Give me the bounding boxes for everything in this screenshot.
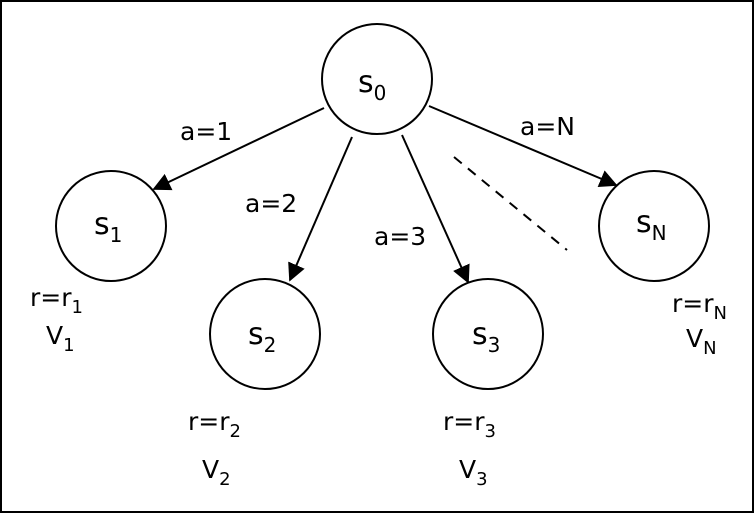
edge-label-a2: a=2 — [245, 189, 297, 218]
node-s3: s3 — [432, 278, 544, 390]
value-s3: V3 — [459, 455, 488, 490]
svg-text:s3: s3 — [472, 317, 500, 357]
edge-label-a1: a=1 — [180, 117, 232, 146]
value-sN: VN — [686, 324, 717, 359]
edge-a2 — [288, 136, 353, 282]
edge-a3 — [401, 134, 470, 284]
node-s2: s2 — [209, 278, 321, 390]
ellipsis-dashed-line — [453, 156, 568, 251]
svg-text:sN: sN — [636, 205, 667, 245]
value-s1: V1 — [46, 321, 75, 356]
value-s2: V2 — [202, 455, 231, 490]
reward-s2: r=r2 — [188, 407, 241, 442]
node-sN: sN — [598, 170, 710, 282]
svg-text:s2: s2 — [248, 317, 276, 357]
svg-text:s0: s0 — [358, 65, 386, 105]
node-s0: s0 — [321, 23, 433, 135]
reward-s1: r=r1 — [30, 283, 83, 318]
edge-aN — [428, 105, 618, 187]
reward-sN: r=rN — [672, 289, 727, 324]
edge-a1 — [152, 107, 325, 191]
edge-label-a3: a=3 — [374, 222, 426, 251]
svg-text:s1: s1 — [94, 207, 122, 247]
node-s1: s1 — [55, 170, 167, 282]
edge-label-aN: a=N — [520, 112, 575, 141]
reward-s3: r=r3 — [443, 407, 496, 442]
